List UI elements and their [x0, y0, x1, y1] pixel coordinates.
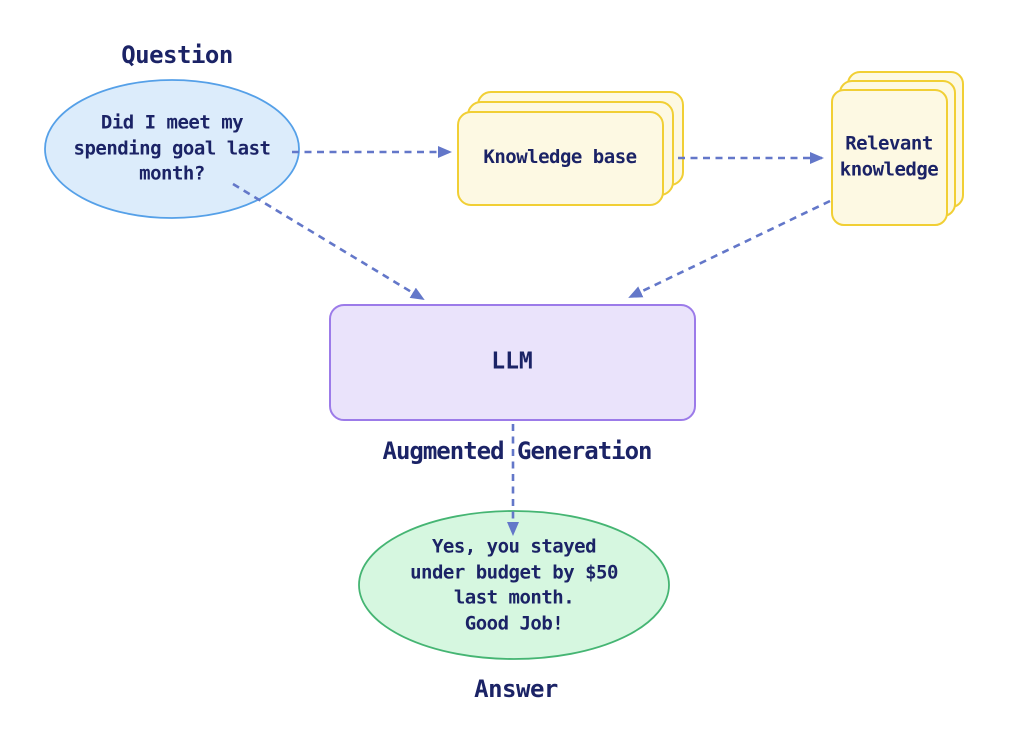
relevant-knowledge-stack: [831, 71, 964, 226]
arrow-question-to-llm: [232, 182, 425, 301]
arrow-relevant-knowledge-to-llm: [628, 199, 831, 299]
knowledge-base-label: Knowledge base: [483, 146, 637, 169]
question-bubble-text: Did I meet my spending goal last month?: [73, 111, 271, 185]
llm-box: [329, 304, 696, 421]
llm-label: LLM: [491, 348, 533, 375]
knowledge-base-card-front: [457, 111, 664, 206]
answer-bubble-text: Yes, you stayed under budget by $50 last…: [410, 535, 618, 635]
question-label: Question: [121, 40, 233, 69]
answer-ellipse: [358, 510, 670, 660]
answer-label: Answer: [474, 674, 558, 703]
augmented-generation-label: Augmented Generation: [382, 436, 653, 465]
question-ellipse: [44, 79, 300, 219]
knowledge-base-stack: [457, 91, 684, 206]
relevant-knowledge-label: Relevant knowledge: [839, 132, 939, 180]
relevant-knowledge-card-front: [831, 89, 948, 226]
